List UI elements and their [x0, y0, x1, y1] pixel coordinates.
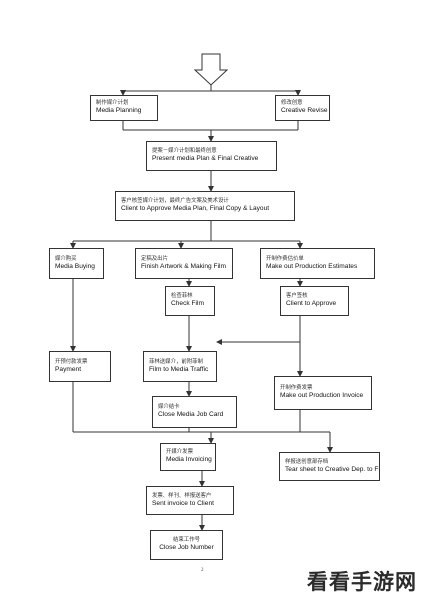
node-present-plan-zh: 提案－媒介计划和最终创意 [152, 148, 217, 155]
node-production-invoice-zh: 开制作费发票 [280, 385, 313, 392]
node-payment-en: Payment [55, 365, 82, 373]
node-media-buying-zh: 媒介购买 [55, 255, 77, 262]
start-arrow [193, 53, 229, 86]
node-client-to-approve-zh: 客户签核 [286, 293, 308, 300]
node-payment: 开预付款发票 Payment [49, 351, 111, 382]
node-present-plan-en: Present media Plan & Final Creative [152, 155, 259, 163]
node-close-media-job-zh: 媒介结卡 [158, 404, 180, 411]
node-close-job-zh: 结束工作号 [173, 537, 200, 544]
node-media-planning: 制作媒介计划 Media Planning [90, 95, 158, 121]
node-media-planning-en: Media Planning [96, 107, 142, 115]
node-sent-invoice-en: Sent invoice to Client [152, 499, 214, 507]
node-payment-zh: 开预付款发票 [55, 358, 88, 365]
node-sent-invoice-zh: 发票、样刊、样报送客户 [152, 492, 212, 499]
node-tear-sheet-zh: 样报送创意部存档 [285, 458, 329, 465]
node-sent-invoice: 发票、样刊、样报送客户 Sent invoice to Client [146, 486, 234, 515]
page-number: 2 [201, 568, 204, 573]
node-finish-artwork-zh: 定稿及出片 [141, 255, 168, 262]
node-production-invoice-en: Make out Production Invoice [280, 392, 364, 400]
node-production-estimates: 开制作费估价单 Make out Production Estimates [260, 248, 375, 279]
node-media-invoicing-zh: 开媒介发票 [166, 449, 193, 456]
node-present-plan: 提案－媒介计划和最终创意 Present media Plan & Final … [146, 141, 277, 171]
node-tear-sheet-en: Tear sheet to Creative Dep. to File [285, 465, 380, 473]
node-creative-revise-en: Creative Revise [281, 107, 328, 115]
node-check-film: 检查菲林 Check Film [165, 286, 215, 316]
node-production-estimates-en: Make out Production Estimates [266, 262, 358, 270]
watermark-logo: 看看手游网 [307, 570, 417, 594]
node-creative-revise-zh: 修改创意 [281, 100, 303, 107]
node-film-traffic: 菲林送媒介，前附菲制 Film to Media Traffic [143, 351, 217, 382]
node-film-traffic-en: Film to Media Traffic [149, 365, 209, 373]
node-check-film-zh: 检查菲林 [171, 293, 193, 300]
node-client-approve-plan: 客户核签媒介计划，最终广告文案及美术设计 Client to Approve M… [115, 191, 295, 221]
node-finish-artwork: 定稿及出片 Finish Artwork & Making Film [135, 248, 233, 279]
node-film-traffic-zh: 菲林送媒介，前附菲制 [149, 358, 203, 365]
node-close-job-en: Close Job Number [159, 544, 214, 552]
node-production-estimates-zh: 开制作费估价单 [266, 255, 304, 262]
node-client-to-approve-en: Client to Approve [286, 300, 337, 308]
node-media-buying-en: Media Buying [55, 262, 95, 270]
node-media-invoicing: 开媒介发票 Media Invoicing [160, 443, 216, 471]
node-finish-artwork-en: Finish Artwork & Making Film [141, 262, 227, 270]
node-client-approve-plan-en: Client to Approve Media Plan, Final Copy… [121, 205, 270, 213]
node-production-invoice: 开制作费发票 Make out Production Invoice [274, 376, 372, 410]
node-close-job: 结束工作号 Close Job Number [150, 530, 223, 560]
node-media-buying: 媒介购买 Media Buying [49, 248, 104, 279]
node-media-invoicing-en: Media Invoicing [166, 456, 212, 464]
connector-split-top [123, 85, 298, 92]
node-client-approve-plan-zh: 客户核签媒介计划，最终广告文案及美术设计 [121, 198, 229, 205]
node-creative-revise: 修改创意 Creative Revise [275, 95, 330, 121]
node-media-planning-zh: 制作媒介计划 [96, 100, 129, 107]
node-tear-sheet: 样报送创意部存档 Tear sheet to Creative Dep. to … [279, 452, 380, 481]
node-close-media-job: 媒介结卡 Close Media Job Card [152, 396, 237, 428]
node-close-media-job-en: Close Media Job Card [158, 411, 224, 419]
node-client-to-approve: 客户签核 Client to Approve [280, 286, 349, 316]
node-check-film-en: Check Film [171, 300, 204, 308]
